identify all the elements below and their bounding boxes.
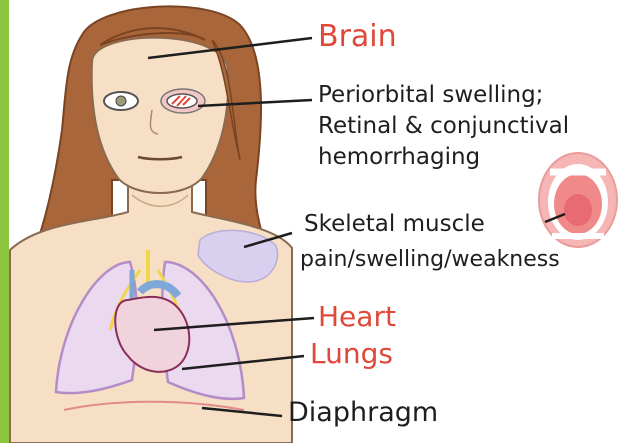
label-eye-line1: Periorbital swelling; [318, 84, 543, 107]
label-diaphragm: Diaphragm [288, 399, 438, 426]
label-muscle-line1: Skeletal muscle [304, 213, 485, 236]
label-brain: Brain [318, 22, 397, 52]
accent-bar [0, 0, 9, 443]
label-eye-line3: hemorrhaging [318, 146, 480, 169]
label-heart: Heart [318, 303, 396, 331]
label-muscle-line2: pain/swelling/weakness [300, 249, 560, 271]
face [92, 38, 229, 193]
label-lungs: Lungs [310, 340, 393, 368]
label-eye-line2: Retinal & conjunctival [318, 115, 569, 138]
